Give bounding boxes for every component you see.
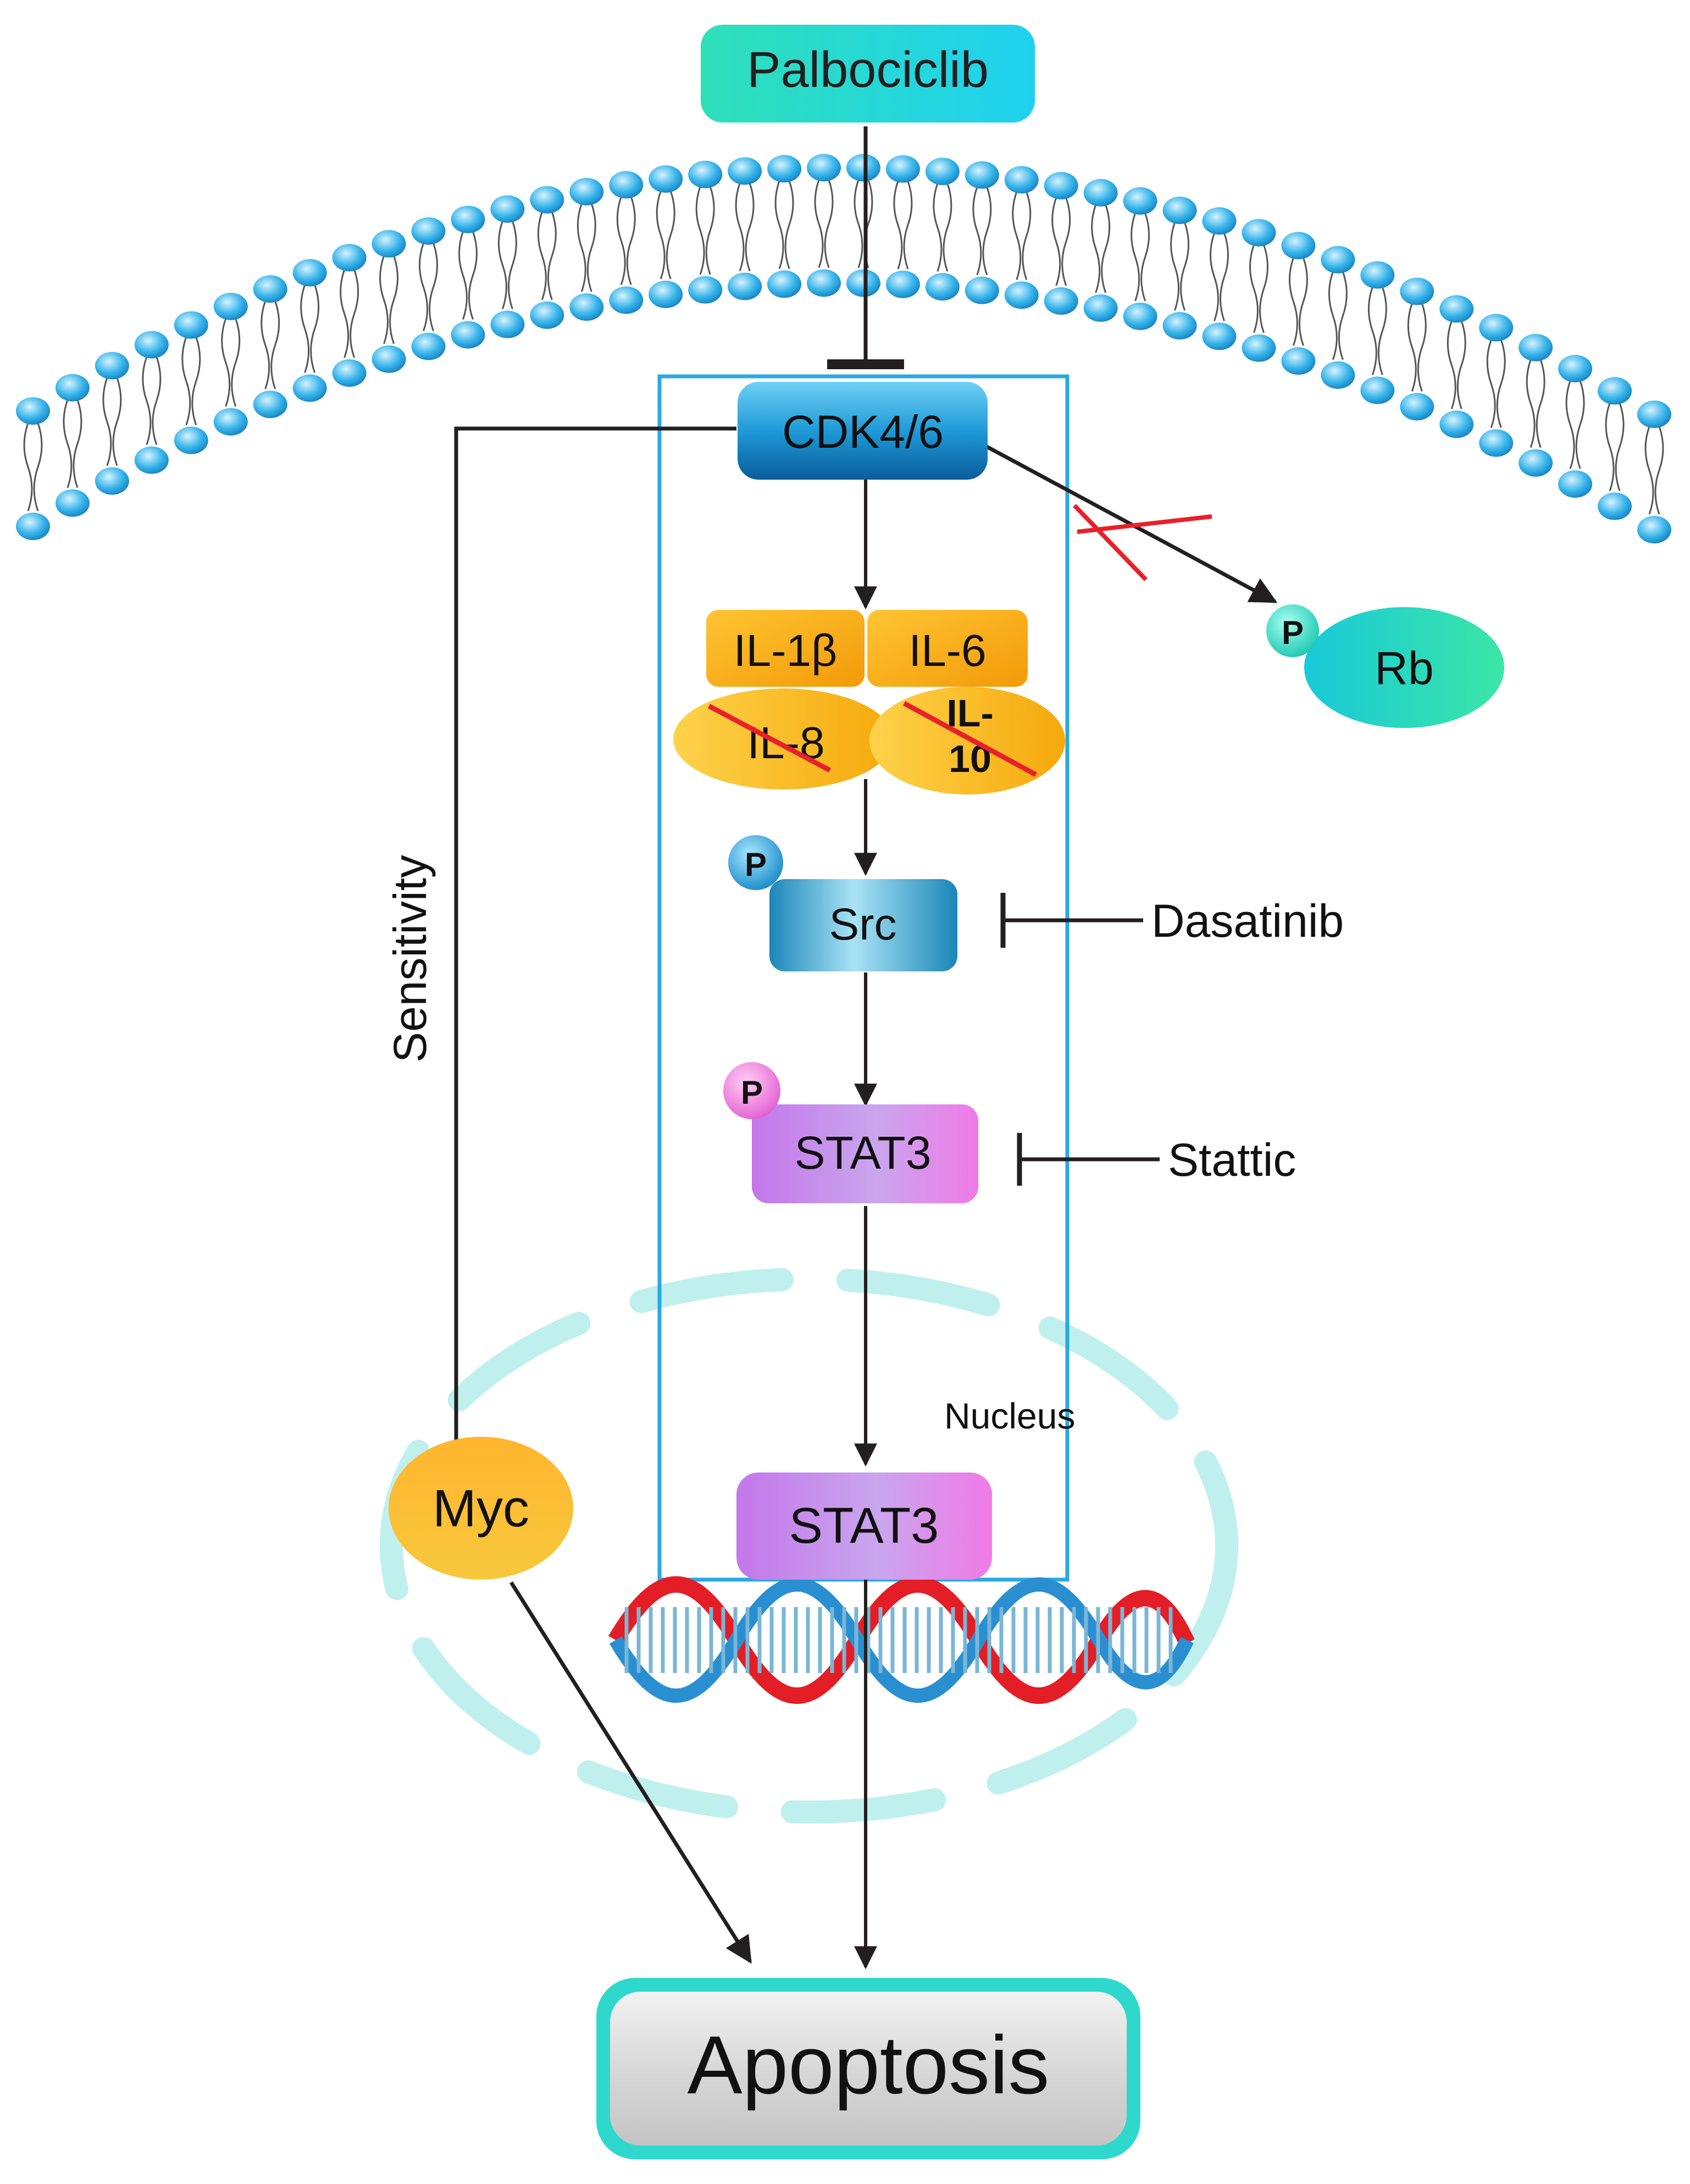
myc-label: Myc [433, 1479, 529, 1538]
blocked-cross-icon [1073, 504, 1212, 581]
il-6-label: IL-6 [908, 626, 986, 676]
il-10-label-line1: IL- [946, 692, 994, 735]
myc-node: Myc [389, 1437, 573, 1580]
palbociclib-label: Palbociclib [747, 42, 989, 98]
palbociclib-node: Palbociclib [701, 25, 1035, 123]
cdk46-node: CDK4/6 [738, 382, 988, 480]
stattic-label: Stattic [1168, 1134, 1296, 1186]
arrow-myc-to-apoptosis [509, 1581, 752, 1964]
apoptosis-node: Apoptosis [596, 1978, 1140, 2159]
src-phospho-label: P [745, 846, 767, 883]
dasatinib-label: Dasatinib [1151, 895, 1344, 947]
stat3-cytoplasm-label: STAT3 [795, 1127, 932, 1179]
apoptosis-label: Apoptosis [688, 2019, 1050, 2111]
il-1b-node: IL-1β [706, 610, 865, 687]
src-phospho-badge [728, 835, 783, 890]
il-10-node: IL- 10 [869, 687, 1065, 794]
stat3-phospho-label: P [741, 1074, 763, 1111]
dna-helix-icon [608, 1576, 1195, 1704]
nucleus-envelope [380, 1268, 1238, 1824]
lipid-bilayer-icon [16, 154, 1671, 544]
rb-phospho-label: P [1282, 614, 1304, 651]
il-8-node: IL-8 [673, 688, 893, 790]
stat3-nucleus-label: STAT3 [789, 1498, 939, 1554]
rb-label: Rb [1375, 642, 1433, 694]
sensitivity-connector [454, 426, 736, 1478]
il-8-strike [707, 704, 832, 773]
stat3-cytoplasm-node: STAT3 P [723, 1062, 978, 1203]
arrow-cdk-to-rb [983, 443, 1278, 604]
il-6-node: IL-6 [867, 610, 1028, 687]
rb-node: Rb P [1266, 604, 1504, 728]
stat3-phospho-badge [723, 1062, 780, 1119]
src-node: Src P [728, 835, 957, 971]
il-10-strike [902, 701, 1038, 777]
il-10-label-line2: 10 [949, 737, 991, 780]
nucleus-label: Nucleus [944, 1396, 1075, 1436]
src-label: Src [829, 899, 897, 949]
il-1b-label: IL-1β [734, 626, 837, 676]
cdk46-label: CDK4/6 [782, 406, 944, 458]
stat3-nucleus-node: STAT3 [736, 1472, 992, 1580]
sensitivity-label: Sensitivity [384, 855, 436, 1063]
rb-phospho-badge [1266, 604, 1319, 657]
